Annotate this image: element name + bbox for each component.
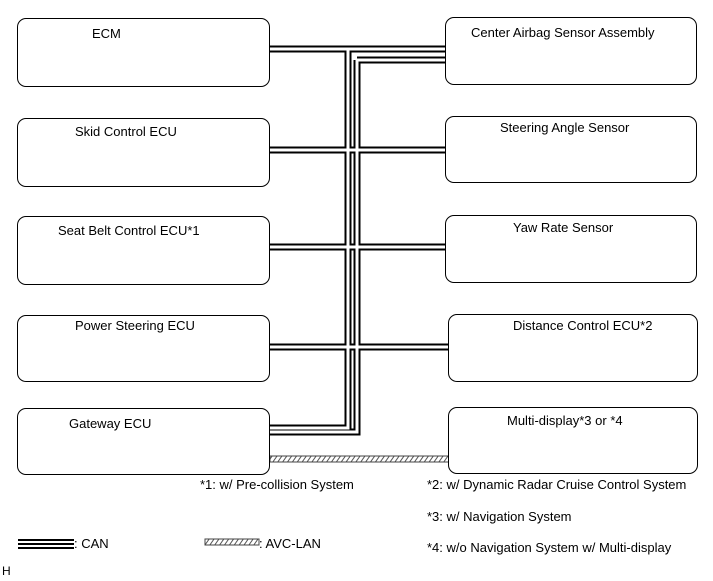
steering-angle-sensor-box: Steering Angle Sensor (445, 116, 697, 183)
corner-mark: H (2, 564, 11, 578)
seat-belt-control-ecu-label: Seat Belt Control ECU*1 (58, 223, 200, 238)
footnote-2: *2: w/ Dynamic Radar Cruise Control Syst… (427, 477, 687, 492)
can-bus (270, 45, 448, 436)
distance-control-ecu-label: Distance Control ECU*2 (513, 318, 653, 333)
gateway-ecu-box: Gateway ECU (17, 408, 270, 475)
center-airbag-sensor-label: Center Airbag Sensor Assembly (471, 25, 655, 40)
yaw-rate-sensor-label: Yaw Rate Sensor (513, 220, 614, 235)
legend-avc-lan-sample (204, 538, 260, 546)
footnote-1: *1: w/ Pre-collision System (200, 477, 354, 492)
legend-can-sample (18, 539, 74, 549)
distance-control-ecu-box: Distance Control ECU*2 (448, 314, 698, 382)
legend-avc-lan-label: : AVC-LAN (259, 536, 321, 551)
multi-display-label: Multi-display*3 or *4 (507, 413, 623, 428)
footnote-4: *4: w/o Navigation System w/ Multi-displ… (427, 540, 672, 555)
legend-can-label: : CAN (74, 536, 109, 551)
steering-angle-sensor-label: Steering Angle Sensor (500, 120, 630, 135)
center-airbag-sensor-box: Center Airbag Sensor Assembly (445, 17, 697, 85)
footnote-3: *3: w/ Navigation System (427, 509, 572, 524)
power-steering-ecu-label: Power Steering ECU (75, 318, 195, 333)
ecm-label: ECM (92, 26, 121, 41)
power-steering-ecu-box: Power Steering ECU (17, 315, 270, 382)
gateway-ecu-label: Gateway ECU (69, 416, 152, 431)
avc-lan-line (269, 455, 451, 463)
multi-display-box: Multi-display*3 or *4 (448, 407, 698, 474)
yaw-rate-sensor-box: Yaw Rate Sensor (445, 215, 697, 283)
seat-belt-control-ecu-box: Seat Belt Control ECU*1 (17, 216, 270, 285)
ecm-box: ECM (17, 18, 270, 87)
skid-control-ecu-label: Skid Control ECU (75, 124, 177, 139)
skid-control-ecu-box: Skid Control ECU (17, 118, 270, 187)
